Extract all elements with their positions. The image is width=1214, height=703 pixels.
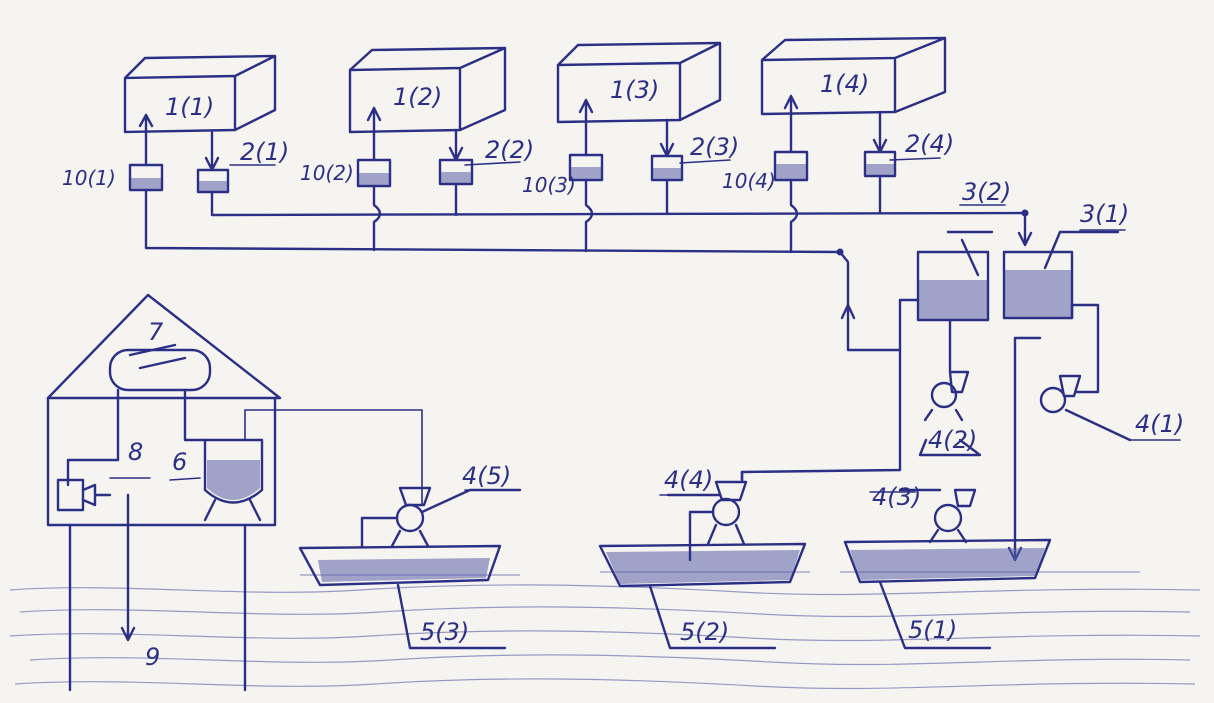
label-valve-2-1: 2(1) xyxy=(240,138,289,166)
label-vessel-3-1: 3(1) xyxy=(1080,200,1129,228)
valve-2-4 xyxy=(863,110,897,178)
valve-10-1 xyxy=(128,113,164,192)
label-tank-1-1: 1(1) xyxy=(165,93,214,121)
house-structure xyxy=(46,293,282,692)
label-tank-1-4: 1(4) xyxy=(820,70,869,98)
label-item-7: 7 xyxy=(148,318,164,346)
label-valve-2-2: 2(2) xyxy=(485,136,534,164)
label-valve-10-1: 10(1) xyxy=(62,166,116,190)
vessel-3-1 xyxy=(1002,230,1120,320)
boat-5-2 xyxy=(598,542,807,650)
vessel-3-2 xyxy=(916,230,994,322)
valve-10-3 xyxy=(568,98,604,182)
supply-pipe xyxy=(210,174,1033,247)
label-boat-5-1: 5(1) xyxy=(908,616,957,644)
storage-tank-1-4 xyxy=(760,36,947,116)
valve-2-3 xyxy=(650,118,684,182)
label-valve-10-3: 10(3) xyxy=(522,173,576,197)
label-pump-4-5: 4(5) xyxy=(462,462,511,490)
pump-4-1 xyxy=(1007,303,1132,562)
label-pump-4-4: 4(4) xyxy=(664,466,713,494)
return-pipe xyxy=(144,178,902,352)
valve-10-4 xyxy=(773,94,809,182)
label-boat-5-2: 5(2) xyxy=(680,618,729,646)
water-surface xyxy=(9,571,1201,690)
label-vessel-3-2: 3(2) xyxy=(962,178,1011,206)
label-boat-5-3: 5(3) xyxy=(420,618,469,646)
label-valve-2-3: 2(3) xyxy=(690,133,739,161)
valve-2-1 xyxy=(196,130,230,194)
label-valve-10-2: 10(2) xyxy=(300,161,354,185)
label-pump-4-3: 4(3) xyxy=(872,483,921,511)
pump-4-5 xyxy=(360,486,522,548)
label-valve-10-4: 10(4) xyxy=(722,169,776,193)
label-valve-2-4: 2(4) xyxy=(905,130,954,158)
label-tank-1-2: 1(2) xyxy=(393,83,442,111)
storage-tank-1-2 xyxy=(348,46,507,134)
label-item-9: 9 xyxy=(145,643,160,671)
label-tank-1-3: 1(3) xyxy=(610,76,659,104)
storage-tank-1-3 xyxy=(556,41,722,124)
pipe-to-item-6 xyxy=(244,409,423,506)
boat-5-1 xyxy=(843,538,1052,650)
pump-4-3 xyxy=(898,488,977,544)
leader-lines xyxy=(229,157,1181,496)
boat-5-3 xyxy=(298,544,507,650)
valve-10-2 xyxy=(356,106,392,188)
valve-2-2 xyxy=(438,128,474,186)
storage-tank-1-1 xyxy=(123,54,277,134)
label-pump-4-2: 4(2) xyxy=(928,426,977,454)
label-item-8: 8 xyxy=(128,438,143,466)
label-pump-4-1: 4(1) xyxy=(1135,410,1184,438)
label-item-6: 6 xyxy=(172,448,187,476)
